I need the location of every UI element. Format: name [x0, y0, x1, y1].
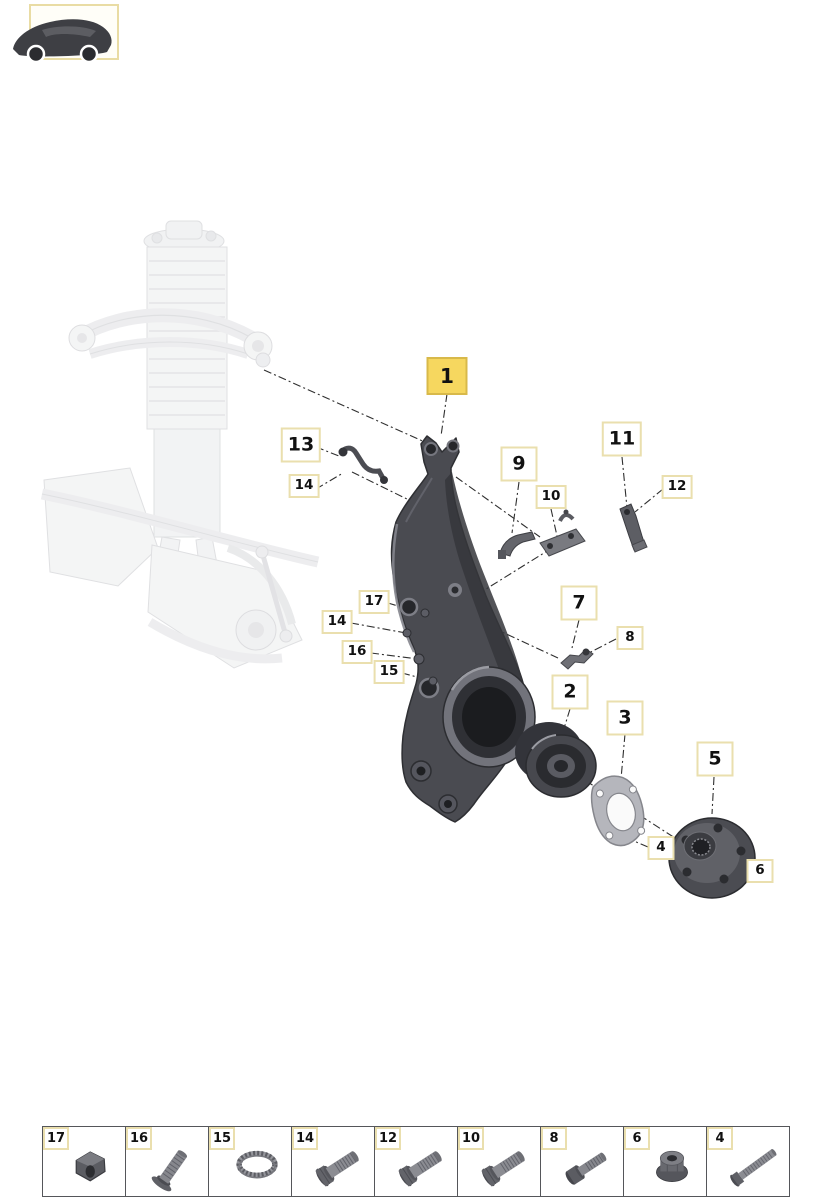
- clamp-part-9: [498, 531, 536, 559]
- callout-2-label: 2: [563, 680, 577, 703]
- fastener-cell-16-badge: 16: [126, 1127, 152, 1150]
- wheel-bearing-part-2: [515, 722, 597, 798]
- callout-15[interactable]: 15: [373, 660, 405, 684]
- fastener-cell-4[interactable]: 4: [707, 1127, 789, 1196]
- background-assembly-illustration: [40, 220, 320, 669]
- clip-part-7: [560, 648, 594, 670]
- callout-9-label: 9: [512, 452, 526, 475]
- fastener-cell-10-number: 10: [461, 1131, 481, 1146]
- fastener-cell-8-number: 8: [549, 1131, 559, 1146]
- fastener-cell-4-badge: 4: [707, 1127, 733, 1150]
- callout-6-label: 6: [755, 862, 765, 879]
- lever-part-13: [338, 445, 388, 484]
- fastener-cell-15[interactable]: 15: [209, 1127, 292, 1196]
- fastener-cell-8[interactable]: 8: [541, 1127, 624, 1196]
- fastener-cell-16-number: 16: [129, 1131, 149, 1146]
- callout-5-label: 5: [708, 747, 722, 770]
- callout-14-upper[interactable]: 14: [288, 474, 320, 498]
- fastener-cell-6-badge: 6: [624, 1127, 650, 1150]
- callout-6[interactable]: 6: [746, 859, 774, 883]
- screw-washer-icon: [141, 1138, 207, 1194]
- fastener-cell-12-badge: 12: [375, 1127, 401, 1150]
- callout-4-label: 4: [656, 839, 666, 856]
- callout-16[interactable]: 16: [341, 640, 373, 664]
- callout-12-label: 12: [667, 478, 687, 495]
- callout-16-label: 16: [347, 643, 367, 660]
- fastener-cell-12[interactable]: 12: [375, 1127, 458, 1196]
- callout-8[interactable]: 8: [616, 626, 644, 650]
- callout-15-label: 15: [379, 663, 399, 680]
- fastener-cell-14-number: 14: [295, 1131, 315, 1146]
- fastener-cell-15-number: 15: [212, 1131, 232, 1146]
- fastener-cell-10-badge: 10: [458, 1127, 484, 1150]
- callout-13-label: 13: [287, 433, 315, 456]
- steering-knuckle-illustration: [390, 435, 536, 823]
- callout-11[interactable]: 11: [601, 421, 643, 457]
- fastener-cell-14-badge: 14: [292, 1127, 318, 1150]
- callout-2[interactable]: 2: [551, 674, 589, 710]
- callout-17-label: 17: [364, 593, 384, 610]
- car-silhouette-icon[interactable]: [13, 19, 112, 64]
- hex-bolt-icon: [307, 1138, 373, 1194]
- holder-part-11: [619, 503, 648, 553]
- fastener-cell-4-number: 4: [715, 1131, 725, 1146]
- callout-7[interactable]: 7: [560, 585, 598, 621]
- socket-screw-icon: [556, 1138, 622, 1194]
- fastener-cell-10[interactable]: 10: [458, 1127, 541, 1196]
- callout-14-lower[interactable]: 14: [321, 610, 353, 634]
- callout-10-label: 10: [541, 488, 561, 505]
- callout-12[interactable]: 12: [661, 475, 693, 499]
- wheel-hub-part-5: [668, 817, 756, 899]
- callout-14-upper-label: 14: [294, 477, 314, 494]
- callout-4[interactable]: 4: [647, 836, 675, 860]
- bracket-part-10: [539, 509, 586, 557]
- callout-3[interactable]: 3: [606, 700, 644, 736]
- fastener-cell-6-number: 6: [632, 1131, 642, 1146]
- callout-7-label: 7: [572, 591, 586, 614]
- callout-1-label: 1: [440, 364, 454, 388]
- hex-bolt-icon: [473, 1138, 539, 1194]
- callout-8-label: 8: [625, 629, 635, 646]
- callout-5[interactable]: 5: [696, 741, 734, 777]
- callout-3-label: 3: [618, 706, 632, 729]
- fastener-cell-17[interactable]: 17: [43, 1127, 126, 1196]
- fastener-cell-12-number: 12: [378, 1131, 398, 1146]
- fastener-cell-6[interactable]: 6: [624, 1127, 707, 1196]
- serrated-ring-icon: [224, 1138, 290, 1194]
- gasket-part-3: [590, 775, 646, 847]
- callout-9[interactable]: 9: [500, 446, 538, 482]
- hex-bolt-icon: [390, 1138, 456, 1194]
- fastener-cell-14[interactable]: 14: [292, 1127, 375, 1196]
- callout-14-lower-label: 14: [327, 613, 347, 630]
- clamp-icon: [58, 1138, 124, 1194]
- collar-nut-icon: [639, 1138, 705, 1194]
- fastener-cell-8-badge: 8: [541, 1127, 567, 1150]
- fastener-cell-17-badge: 17: [43, 1127, 69, 1150]
- callout-11-label: 11: [608, 427, 636, 450]
- fastener-cell-15-badge: 15: [209, 1127, 235, 1150]
- long-screw-icon: [722, 1138, 788, 1194]
- callout-1[interactable]: 1: [426, 357, 468, 395]
- callout-13[interactable]: 13: [280, 427, 322, 463]
- fastener-strip: 17 16 15 14 12 10 8 6: [42, 1126, 790, 1197]
- callout-10[interactable]: 10: [535, 485, 567, 509]
- fastener-cell-16[interactable]: 16: [126, 1127, 209, 1196]
- callout-17[interactable]: 17: [358, 590, 390, 614]
- fastener-cell-17-number: 17: [46, 1131, 66, 1146]
